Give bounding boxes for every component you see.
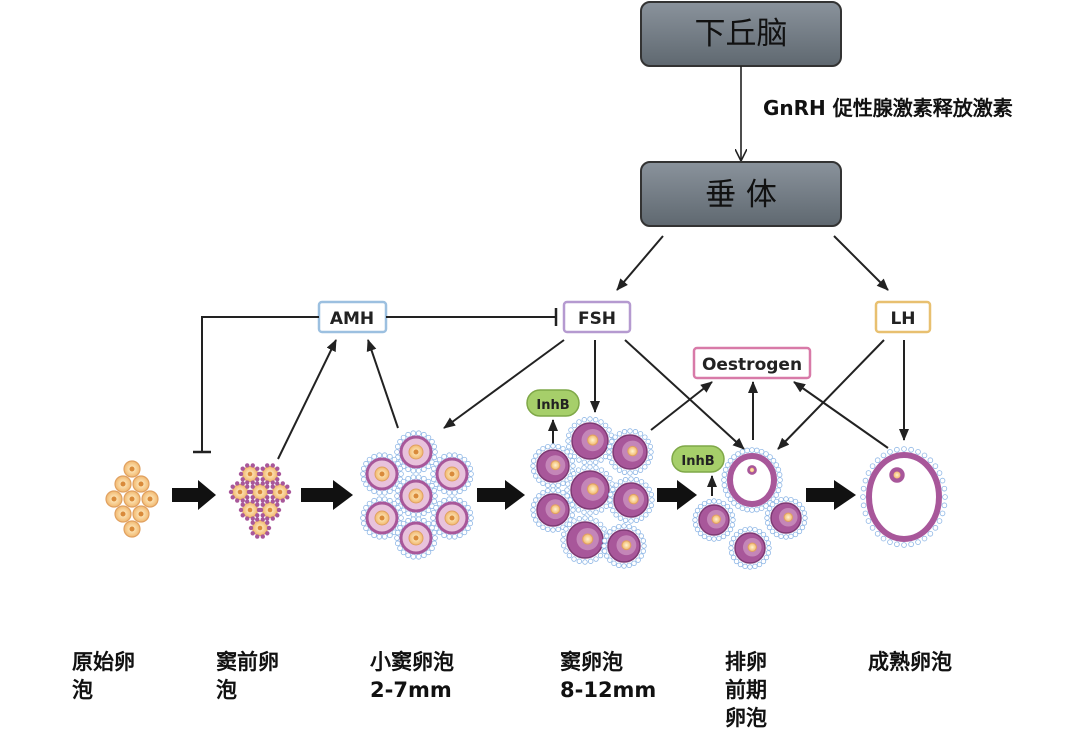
stage-label-primordial: 原始卵 泡 bbox=[72, 650, 135, 702]
stage-label-small-antral: 小窦卵泡 2-7mm bbox=[370, 650, 454, 702]
follicle-preovulatory bbox=[692, 447, 808, 570]
stage-label-antral: 窦卵泡 8-12mm bbox=[560, 650, 657, 702]
amh-inhibits-primordial-line bbox=[201, 316, 319, 452]
inhb-right-node: InhB bbox=[671, 445, 725, 473]
hypothalamus-label: 下丘脑 bbox=[695, 16, 788, 52]
mature-to-oestrogen-arrow bbox=[793, 381, 889, 449]
hypothalamus-box: 下丘脑 bbox=[640, 1, 842, 67]
pituitary-to-fsh-arrow bbox=[616, 235, 664, 291]
preantral-to-amh-arrow bbox=[277, 339, 337, 460]
oestrogen-node: Oestrogen bbox=[692, 346, 812, 380]
stage-progression-arrows bbox=[172, 480, 856, 510]
stage-arrow-1 bbox=[172, 480, 216, 510]
pituitary-box: 垂 体 bbox=[640, 161, 842, 227]
lh-label: LH bbox=[890, 309, 915, 329]
inhb-right-label: InhB bbox=[681, 454, 714, 469]
oestrogen-label: Oestrogen bbox=[702, 355, 802, 375]
stage-label-mature: 成熟卵泡 bbox=[868, 650, 952, 674]
follicle-small-antral bbox=[360, 430, 474, 560]
follicle-mature bbox=[860, 446, 948, 548]
fsh-to-preovulatory-arrow bbox=[624, 339, 745, 450]
stage-arrow-2 bbox=[301, 480, 353, 510]
fsh-node: FSH bbox=[562, 300, 632, 334]
follicle-antral bbox=[530, 416, 655, 569]
fsh-label: FSH bbox=[578, 309, 616, 329]
regulation-arrows bbox=[193, 66, 909, 496]
pituitary-label: 垂 体 bbox=[705, 177, 777, 213]
stage-label-preantral: 窦前卵 泡 bbox=[216, 650, 279, 702]
amh-node: AMH bbox=[317, 300, 388, 334]
antral-to-oestrogen-arrow bbox=[650, 381, 713, 431]
smallantral-to-amh-arrow bbox=[366, 339, 399, 429]
inhb-left-node: InhB bbox=[526, 389, 580, 417]
fsh-to-smallantral-arrow bbox=[443, 339, 565, 429]
stage-arrow-4 bbox=[657, 480, 697, 510]
inhb-left-label: InhB bbox=[536, 398, 569, 413]
pituitary-to-lh-arrow bbox=[833, 235, 889, 291]
follicle-preantral bbox=[228, 463, 292, 539]
amh-label: AMH bbox=[330, 309, 374, 329]
stage-arrow-3 bbox=[477, 480, 525, 510]
stage-arrow-5 bbox=[806, 480, 856, 510]
gnrh-label: GnRH 促性腺激素释放激素 bbox=[763, 96, 1013, 120]
lh-node: LH bbox=[874, 300, 932, 334]
lh-to-preovulatory-arrow bbox=[777, 339, 885, 450]
follicle-primordial bbox=[105, 460, 159, 538]
stage-label-preovulatory: 排卵 前期 卵泡 bbox=[725, 650, 767, 730]
